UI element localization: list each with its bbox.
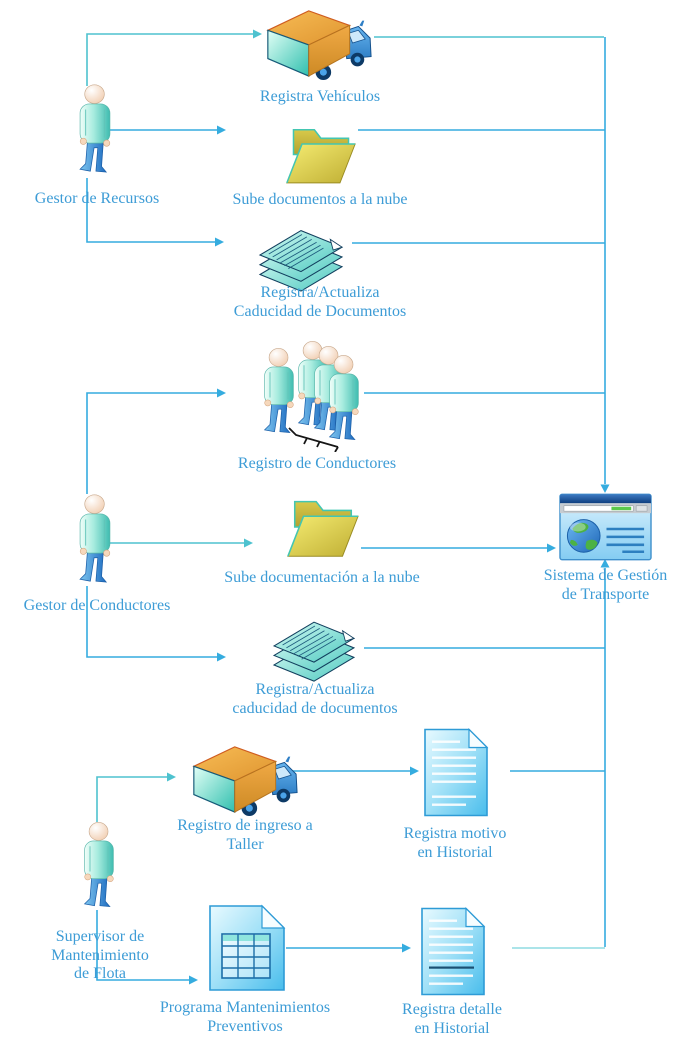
arrowhead — [600, 559, 610, 568]
label-registra-vehiculos: Registra Vehículos — [259, 88, 381, 105]
spreadsheet-icon — [209, 905, 285, 991]
folder-icon — [287, 500, 359, 557]
arrowhead — [410, 766, 419, 776]
label-registro-conductores: Registro de Conductores — [237, 455, 397, 472]
arrowhead — [244, 538, 253, 548]
label-registro-ingreso: Registro de ingreso a Taller — [177, 817, 313, 853]
label-programa-mant: Programa Mantenimientos Preventivos — [159, 999, 331, 1035]
person-icon — [84, 822, 114, 908]
arrowhead — [402, 943, 411, 953]
connector-gestor-recursos-papers — [86, 178, 215, 243]
label-sistema-gestion: Sistema de Gestión de Transporte — [543, 567, 668, 603]
arrowhead — [600, 484, 610, 493]
papers-icon — [259, 230, 343, 292]
arrowhead — [167, 772, 176, 782]
label-gestor-recursos: Gestor de Recursos — [34, 190, 160, 207]
label-registra-motivo: Registra motivo en Historial — [403, 825, 507, 861]
label-registra-actualiza-1: Registra/Actualiza Caducidad de Document… — [233, 284, 407, 320]
papers-icon — [273, 621, 355, 682]
document-icon — [424, 728, 488, 817]
arrowhead — [253, 29, 262, 39]
label-registra-actualiza-2: Registra/Actualiza caducidad de document… — [232, 681, 398, 717]
truck-icon — [193, 746, 298, 817]
connector-supervisor-programa — [96, 910, 189, 981]
arrowhead — [547, 543, 556, 553]
arrowhead — [189, 975, 198, 985]
connector-gestor-conductores-grupo — [86, 392, 217, 494]
connector-gestor-recursos-truck — [86, 33, 253, 86]
arrowhead — [217, 388, 226, 398]
label-sube-documentos: Sube documentos a la nube — [232, 191, 408, 208]
label-registra-detalle: Registra detalle en Historial — [402, 1001, 502, 1037]
folder-icon — [286, 129, 356, 184]
label-supervisor-flota: Supervisor de Mantenimiento de Flota — [51, 928, 149, 983]
connector-gestor-conductores-papers — [86, 586, 217, 658]
people-group-icon — [252, 340, 364, 452]
arrowhead — [217, 125, 226, 135]
person-icon — [79, 494, 111, 583]
arrowhead — [215, 237, 224, 247]
truck-icon — [267, 10, 372, 81]
browser-globe-icon — [559, 493, 652, 561]
label-sube-documentacion: Sube documentación a la nube — [224, 569, 420, 586]
connector-supervisor-truck — [96, 776, 167, 822]
arrowhead — [217, 652, 226, 662]
person-icon — [79, 84, 111, 173]
label-gestor-conductores: Gestor de Conductores — [23, 597, 171, 614]
document-icon — [421, 907, 485, 996]
